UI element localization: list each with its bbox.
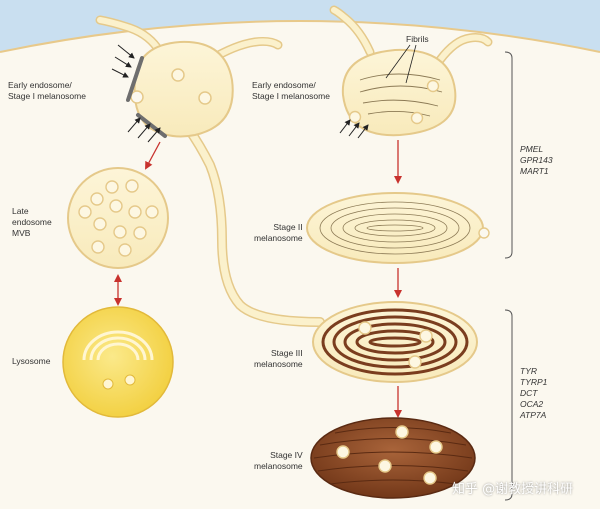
intraluminal-vesicle <box>171 68 185 82</box>
fibril <box>367 111 431 117</box>
stage4-melanosome <box>310 417 476 499</box>
label-lysosome: Lysosome <box>12 356 51 366</box>
stage2-melanosome <box>306 192 490 264</box>
lysosome <box>62 306 174 418</box>
late-endosome-mvb <box>67 167 169 269</box>
label-fibrils: Fibrils <box>406 34 429 44</box>
endosome-body-right <box>341 48 457 137</box>
uptake-arrow <box>348 122 360 137</box>
early-endosome-left <box>95 15 325 327</box>
label-stage3: Stage III melanosome <box>254 348 303 369</box>
intraluminal-vesicle <box>198 91 212 105</box>
uptake-arrow <box>111 68 129 78</box>
uptake-arrow <box>117 44 135 59</box>
label-stage4: Stage IV melanosome <box>254 450 303 471</box>
uptake-arrow <box>114 56 132 68</box>
receptor-plate-top <box>126 56 144 102</box>
stage3-melanosome <box>312 301 478 383</box>
early-endosome-right <box>329 5 493 139</box>
uptake-arrow <box>137 123 151 139</box>
label-stage2: Stage II melanosome <box>254 222 303 243</box>
label-late-endosome: Late endosome MVB <box>12 206 52 238</box>
uptake-arrow <box>147 127 161 143</box>
bracket-upper <box>504 51 513 259</box>
fibril <box>362 99 439 107</box>
watermark: 知乎 @谢教授讲科研 <box>452 482 574 497</box>
uptake-arrow <box>357 124 369 139</box>
genes-upper: PMEL GPR143 MART1 <box>520 144 553 176</box>
uptake-arrow <box>339 119 351 134</box>
bracket-lower <box>504 309 513 501</box>
cell-membrane <box>0 0 600 52</box>
cell-membrane-line <box>0 20 600 53</box>
arrow-to-late-endosome <box>145 141 161 170</box>
label-early-endosome-left: Early endosome/ Stage I melanosome <box>8 80 86 101</box>
fibrils-pointer <box>405 44 417 84</box>
label-early-endosome-right: Early endosome/ Stage I melanosome <box>252 80 330 101</box>
genes-lower: TYR TYRP1 DCT OCA2 ATP7A <box>520 366 548 420</box>
fibrils-pointer <box>385 44 411 79</box>
fibril <box>359 73 441 81</box>
uptake-arrow <box>127 117 141 133</box>
